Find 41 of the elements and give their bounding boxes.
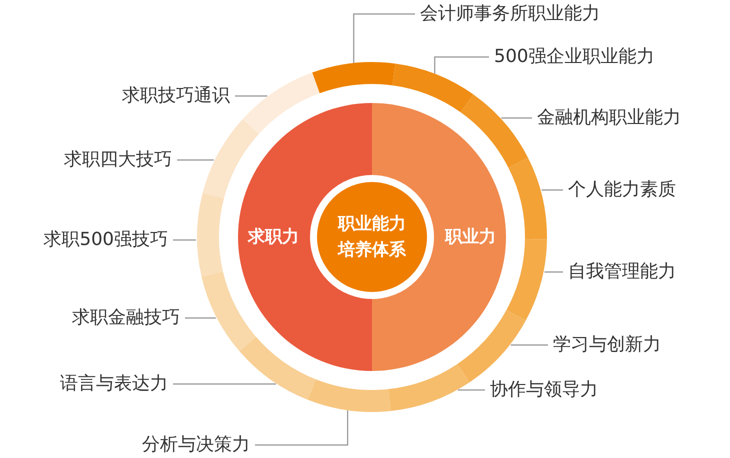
category-label: 分析与决策力 bbox=[142, 434, 250, 456]
section-title: 职业力 bbox=[445, 226, 496, 249]
ring-segment bbox=[202, 119, 259, 198]
ring-segment bbox=[239, 336, 316, 400]
ring-segment bbox=[506, 239, 547, 320]
leader-line bbox=[255, 410, 348, 446]
category-label: 自我管理能力 bbox=[568, 261, 676, 283]
leader-line bbox=[510, 344, 548, 346]
ring-segment bbox=[197, 192, 224, 277]
category-label: 会计师事务所职业能力 bbox=[420, 3, 600, 25]
category-label: 学习与创新力 bbox=[553, 334, 661, 356]
leader-line bbox=[185, 317, 216, 319]
leader-line bbox=[542, 189, 563, 191]
category-label: 500强企业职业能力 bbox=[494, 46, 654, 68]
ring-segment bbox=[460, 94, 528, 168]
leader-line bbox=[235, 95, 268, 97]
leader-line bbox=[434, 56, 489, 74]
leader-line bbox=[177, 159, 214, 161]
ring-segment bbox=[312, 62, 396, 94]
ring-segment bbox=[202, 272, 256, 352]
leader-line bbox=[173, 383, 276, 385]
category-label: 协作与领导力 bbox=[490, 379, 598, 401]
leader-line bbox=[173, 239, 196, 241]
center-title: 职业能力培养体系 bbox=[336, 213, 407, 262]
category-label: 语言与表达力 bbox=[60, 373, 168, 395]
category-label: 求职500强技巧 bbox=[44, 229, 168, 251]
ring-segment bbox=[392, 64, 474, 112]
category-label: 求职技巧通识 bbox=[122, 85, 230, 107]
leader-line bbox=[501, 117, 532, 119]
leader-line bbox=[458, 389, 485, 391]
section-title: 求职力 bbox=[248, 226, 299, 249]
leader-line bbox=[353, 13, 415, 63]
category-label: 金融机构职业能力 bbox=[537, 107, 681, 129]
leader-line bbox=[544, 271, 563, 273]
ring-segment bbox=[242, 72, 320, 134]
ring-segment bbox=[388, 364, 470, 411]
ring-segment bbox=[508, 158, 547, 240]
category-label: 个人能力素质 bbox=[568, 179, 676, 201]
category-label: 求职金融技巧 bbox=[72, 307, 180, 329]
ring-segment bbox=[308, 379, 391, 412]
category-label: 求职四大技巧 bbox=[64, 149, 172, 171]
